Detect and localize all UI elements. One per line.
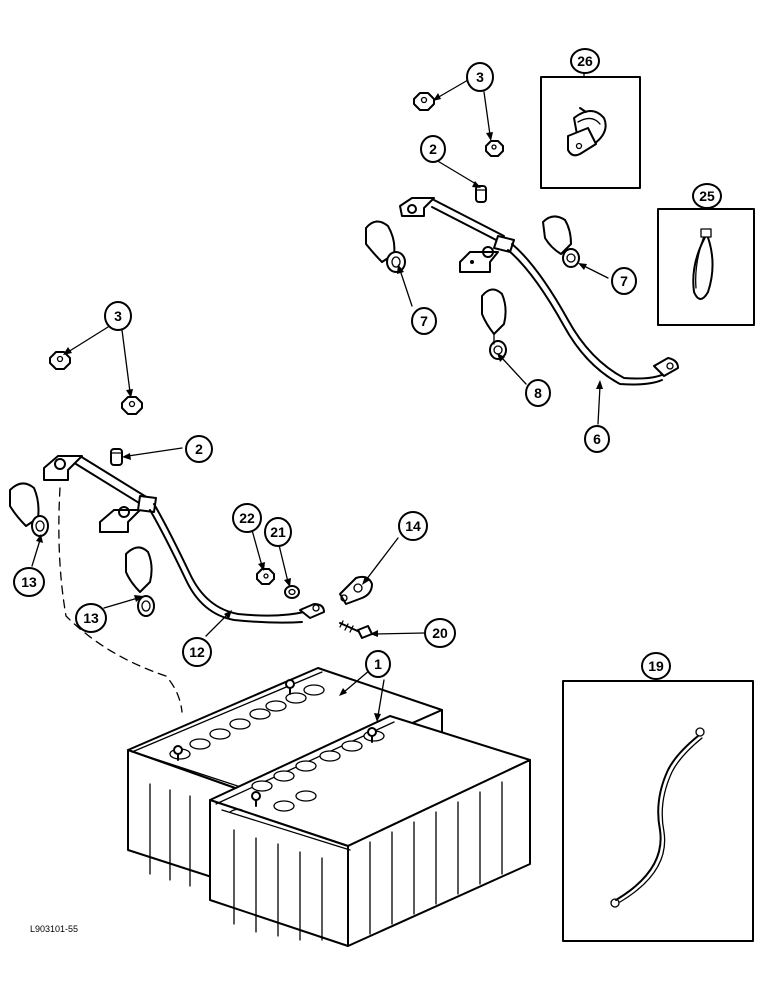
callout-6-label: 6 [593,431,601,447]
callout-20: 20 [424,618,456,648]
terminal-cap-upper [475,185,487,203]
callout-6: 6 [584,425,610,453]
terminal-clamp-lower-b [99,495,157,533]
strap-illustration [692,228,714,300]
callout-3-upper-label: 3 [476,69,484,85]
battery-front [209,715,531,947]
inset-box-26 [540,76,641,189]
lower-cable-assembly [9,351,373,713]
callout-3-upper: 3 [466,62,494,92]
battery-rear-ribs [149,783,231,889]
callout-21-label: 21 [270,524,286,540]
callout-7-left-label: 7 [420,313,428,329]
figure-id: L903101-55 [30,924,78,934]
leader-lines [31,59,707,722]
terminal-boot-13-right [125,546,155,617]
callout-1-label: 1 [374,656,382,672]
callout-20-label: 20 [432,625,448,641]
washer-21 [284,585,300,599]
callout-2-upper: 2 [420,135,446,163]
inset-box-25 [657,208,755,326]
callout-8: 8 [525,379,551,407]
callout-22-label: 22 [239,510,255,526]
nut-22 [256,568,275,585]
dashed-leader [58,487,183,713]
terminal-boot-13-left [9,482,49,537]
cable-12-line-a [153,503,305,617]
callout-7-left: 7 [411,307,437,335]
terminal-cap-lower [110,448,123,466]
ground-strap-illustration [610,727,705,908]
callout-25-label: 25 [699,188,715,204]
callout-19-label: 19 [648,658,664,674]
callout-2-upper-label: 2 [429,141,437,157]
nut-lower-left [49,351,71,370]
callout-2-lower-label: 2 [195,441,203,457]
callout-25: 25 [692,183,722,209]
callout-12-label: 12 [189,644,205,660]
nut-upper-right [485,140,504,157]
terminal-clamp-upper-a [399,197,505,244]
callout-13-left: 13 [13,567,45,597]
nut-lower-right [121,396,143,415]
callout-26-label: 26 [577,53,593,69]
callout-7-right: 7 [611,267,637,295]
callout-8-label: 8 [534,385,542,401]
battery-front-ribs [233,781,503,941]
callout-12: 12 [182,637,212,667]
cable-6-lug [653,357,679,377]
battery-front-caps [251,730,385,812]
cable-clamp-illustration [567,107,607,157]
callout-13-right-label: 13 [83,610,99,626]
terminal-boot-8 [481,288,507,360]
callout-22: 22 [232,503,262,533]
callout-1: 1 [365,650,391,678]
upper-cable-assembly [365,92,679,386]
cable-12-lug [299,603,325,619]
callout-3-lower: 3 [104,301,132,331]
cable-6-line-a [511,243,665,380]
terminal-clamp-upper-b [459,235,515,273]
callout-3-lower-label: 3 [114,308,122,324]
callout-19: 19 [641,652,671,680]
callout-21: 21 [264,517,292,547]
callout-7-right-label: 7 [620,273,628,289]
bolt-20 [339,620,373,639]
inset-box-19 [562,680,754,942]
cable-12-line-b [149,509,303,624]
terminal-boot-7-left [365,220,406,273]
cable-6-line-b [507,249,663,386]
callout-13-right: 13 [75,603,107,633]
nut-upper-left [413,92,435,111]
terminal-boot-7-right [542,215,580,268]
callout-2-lower: 2 [185,435,213,463]
callout-13-left-label: 13 [21,574,37,590]
callout-14-label: 14 [405,518,421,534]
callout-26: 26 [570,48,600,74]
callout-14: 14 [398,511,428,541]
terminal-clamp-lower-a [43,455,149,507]
